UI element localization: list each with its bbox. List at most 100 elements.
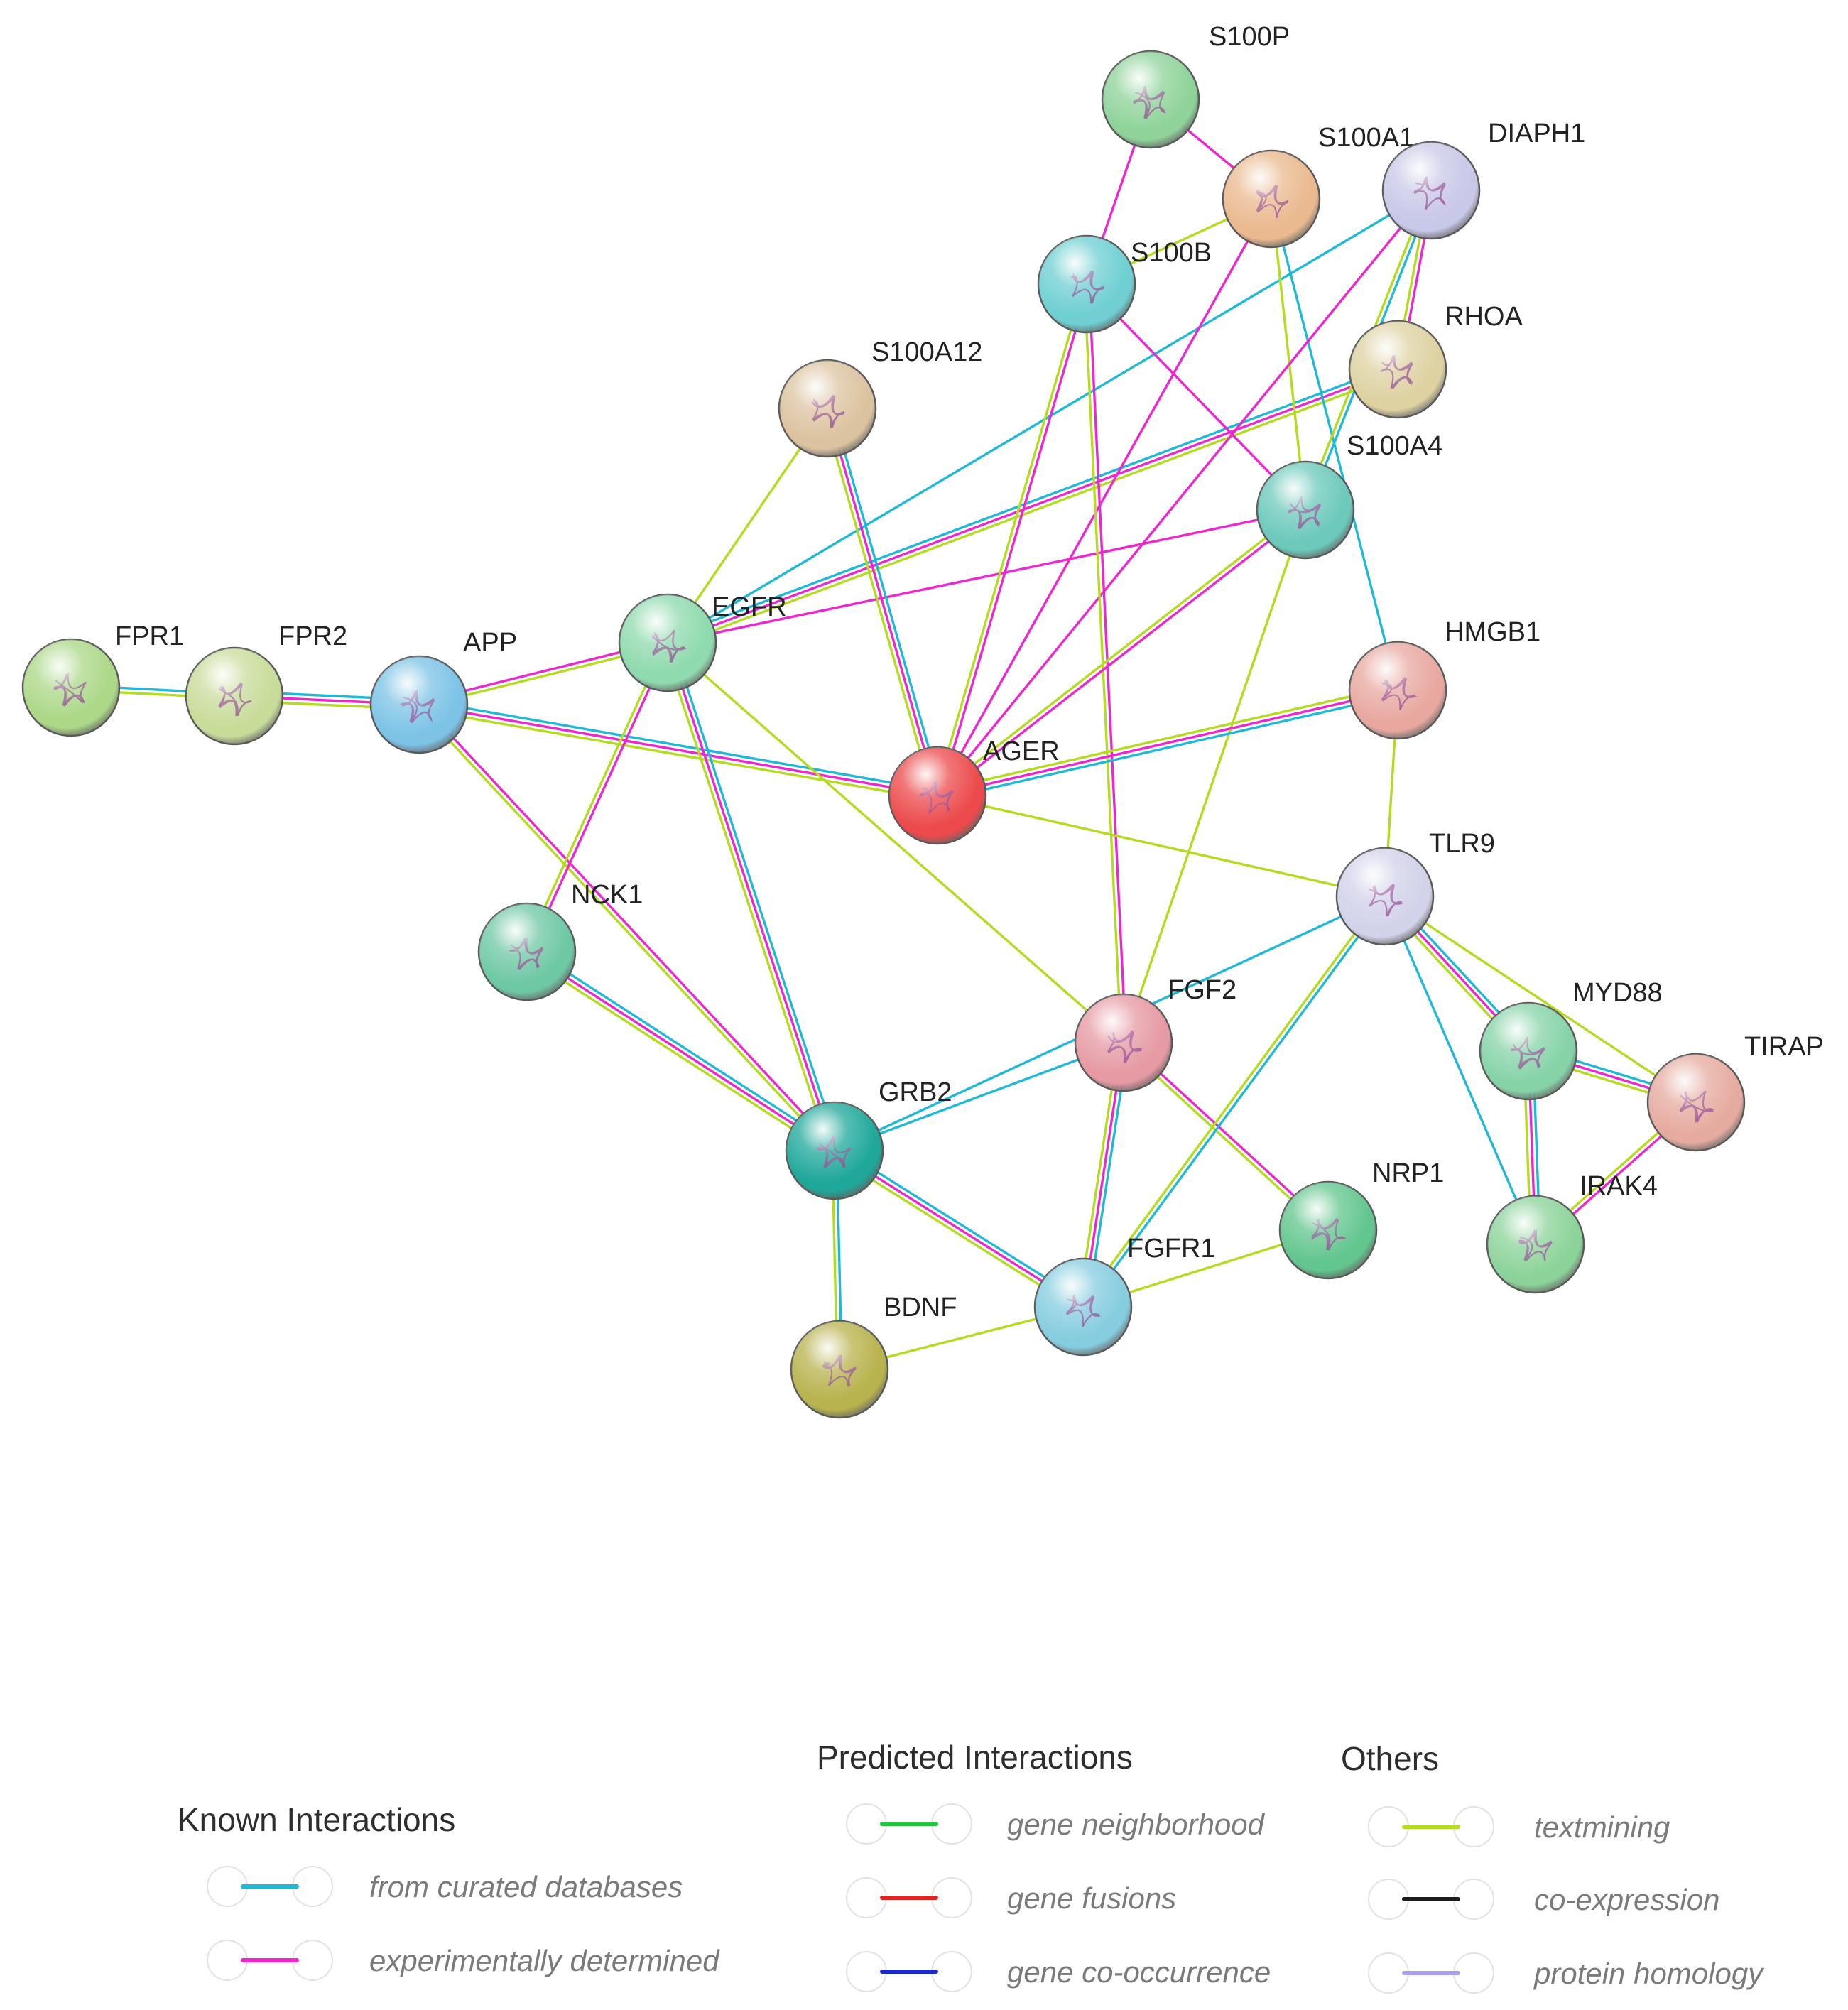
node-shine bbox=[1349, 321, 1446, 418]
edge-egfr-rhoa bbox=[665, 364, 1401, 648]
node-nrp1[interactable]: NRP1 bbox=[1278, 1158, 1444, 1280]
legend-label: experimentally determined bbox=[369, 1944, 720, 1977]
node-hmgb1[interactable]: HMGB1 bbox=[1348, 617, 1540, 740]
node-fpr1[interactable]: FPR1 bbox=[21, 621, 184, 737]
edge-s100b-s100a4 bbox=[1085, 283, 1307, 511]
edge-egfr-s100a4 bbox=[666, 509, 1307, 644]
edge-strand-experimental bbox=[419, 702, 838, 1151]
legend-label: gene co-occurrence bbox=[1007, 1955, 1271, 1989]
edge-strand-experimental bbox=[526, 950, 836, 1152]
edges-layer bbox=[70, 98, 1699, 1371]
node-s100b[interactable]: S100B bbox=[1037, 234, 1212, 334]
node-fgfr1[interactable]: FGFR1 bbox=[1033, 1234, 1216, 1357]
node-myd88[interactable]: MYD88 bbox=[1479, 978, 1663, 1101]
node-shine bbox=[479, 903, 575, 1000]
edge-tlr9-tirap bbox=[1384, 895, 1697, 1104]
edge-strand-textmining bbox=[822, 408, 935, 798]
edge-strand-textmining bbox=[936, 794, 1386, 898]
edge-strand-experimental bbox=[666, 641, 836, 1152]
edge-strand-textmining bbox=[523, 954, 834, 1156]
edge-strand-experimental bbox=[1085, 283, 1307, 511]
edge-strand-experimental bbox=[418, 703, 939, 797]
node-irak4[interactable]: IRAK4 bbox=[1486, 1171, 1658, 1294]
edge-tlr9-fgfr1 bbox=[1080, 893, 1388, 1310]
node-label: FPR1 bbox=[115, 621, 184, 651]
legend-label: gene fusions bbox=[1007, 1881, 1176, 1915]
node-s100a12[interactable]: S100A12 bbox=[778, 337, 982, 458]
edge-app-grb2 bbox=[415, 702, 838, 1153]
edge-strand-curated bbox=[418, 698, 940, 793]
node-shine bbox=[791, 1321, 888, 1418]
node-fpr2[interactable]: FPR2 bbox=[185, 621, 347, 746]
edge-strand-curated bbox=[830, 406, 943, 795]
node-shine bbox=[1480, 1003, 1577, 1099]
node-s100a1[interactable]: S100A1 bbox=[1222, 123, 1414, 249]
legend-label: co-expression bbox=[1534, 1883, 1719, 1916]
edge-strand-textmining bbox=[523, 640, 667, 952]
legend: Known Interactions Predicted Interaction… bbox=[178, 1739, 1765, 1994]
node-label: IRAK4 bbox=[1580, 1171, 1658, 1201]
legend-label: textmining bbox=[1534, 1810, 1670, 1844]
node-s100a4[interactable]: S100A4 bbox=[1256, 431, 1442, 560]
edge-strand-textmining bbox=[1270, 197, 1307, 511]
edge-s100a4-fgf2 bbox=[1122, 509, 1307, 1044]
node-app[interactable]: APP bbox=[369, 628, 517, 754]
edge-strand-textmining bbox=[666, 641, 1125, 1044]
edge-strand-experimental bbox=[826, 407, 939, 797]
node-grb2[interactable]: GRB2 bbox=[785, 1077, 952, 1200]
legend-label: from curated databases bbox=[369, 1870, 683, 1903]
node-shine bbox=[1223, 151, 1320, 247]
edge-strand-textmining bbox=[934, 282, 1086, 796]
legend-item-textmining: textmining bbox=[1368, 1806, 1670, 1847]
node-shine bbox=[371, 656, 467, 753]
node-diaph1[interactable]: DIAPH1 bbox=[1381, 119, 1585, 240]
edge-s100a1-s100a4 bbox=[1270, 197, 1307, 511]
protein-homology-line-icon bbox=[1368, 1952, 1494, 1994]
edge-strand-curated bbox=[937, 693, 1401, 802]
node-fgf2[interactable]: FGF2 bbox=[1074, 975, 1236, 1092]
node-label: FPR2 bbox=[278, 621, 347, 651]
edge-strand-textmining bbox=[662, 643, 832, 1153]
node-label: TIRAP bbox=[1744, 1032, 1824, 1062]
edge-strand-textmining bbox=[935, 684, 1398, 793]
legend-others-title: Others bbox=[1341, 1740, 1439, 1777]
node-shine bbox=[786, 1102, 883, 1199]
node-tirap[interactable]: TIRAP bbox=[1646, 1032, 1824, 1152]
node-ager[interactable]: AGER bbox=[888, 737, 1060, 845]
edge-strand-experimental bbox=[666, 368, 1399, 644]
node-shine bbox=[1383, 142, 1479, 239]
node-nck1[interactable]: NCK1 bbox=[477, 880, 643, 1001]
node-bdnf[interactable]: BDNF bbox=[790, 1293, 957, 1419]
node-rhoa[interactable]: RHOA bbox=[1348, 302, 1523, 419]
node-label: FGF2 bbox=[1168, 975, 1236, 1005]
edge-strand-experimental bbox=[666, 509, 1307, 644]
node-label: RHOA bbox=[1445, 302, 1523, 332]
edge-grb2-fgf2 bbox=[833, 1041, 1125, 1152]
legend-item-curated: from curated databases bbox=[207, 1866, 683, 1907]
node-egfr[interactable]: EGFR bbox=[618, 592, 787, 692]
node-label: AGER bbox=[983, 737, 1060, 766]
node-tlr9[interactable]: TLR9 bbox=[1335, 829, 1495, 946]
edge-strand-experimental bbox=[936, 189, 1433, 797]
node-label: HMGB1 bbox=[1445, 617, 1540, 647]
node-shine bbox=[1075, 994, 1172, 1091]
legend-label: gene neighborhood bbox=[1007, 1808, 1266, 1841]
curated-line-icon bbox=[207, 1866, 333, 1907]
edge-nck1-grb2 bbox=[523, 946, 839, 1156]
node-label: APP bbox=[463, 628, 517, 658]
node-s100p[interactable]: S100P bbox=[1101, 22, 1290, 149]
edge-strand-textmining bbox=[1080, 893, 1385, 1307]
node-label: S100A12 bbox=[871, 337, 982, 367]
node-label: S100A4 bbox=[1347, 431, 1442, 461]
edge-strand-textmining bbox=[415, 705, 835, 1153]
legend-item-gene-neighborhood: gene neighborhood bbox=[846, 1803, 1266, 1845]
edge-strand-experimental bbox=[936, 197, 1273, 797]
edge-strand-textmining bbox=[1384, 895, 1697, 1104]
node-shine bbox=[1349, 642, 1446, 739]
edge-strand-experimental bbox=[938, 283, 1090, 798]
node-label: MYD88 bbox=[1572, 978, 1663, 1008]
node-shine bbox=[1337, 848, 1433, 945]
edge-strand-curated bbox=[833, 1041, 1125, 1152]
node-label: EGFR bbox=[712, 592, 787, 622]
